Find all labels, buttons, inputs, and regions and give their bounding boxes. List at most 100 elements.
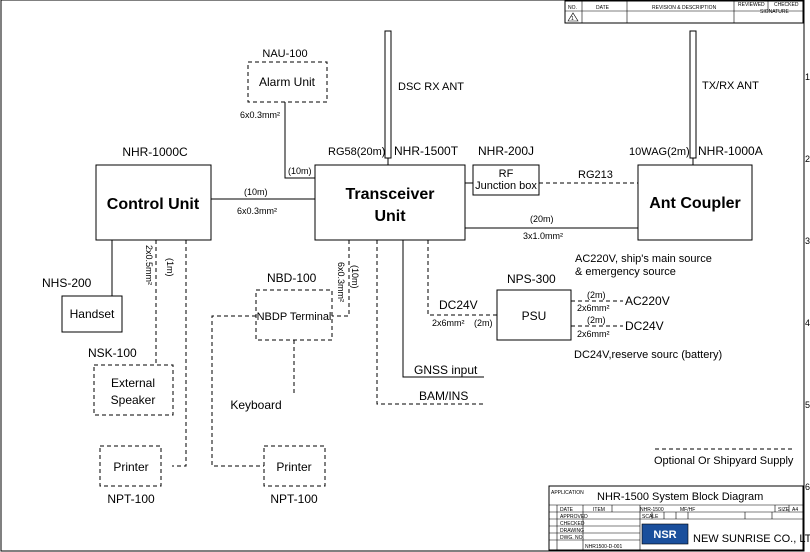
psu-model: NPS-300 [507, 272, 556, 286]
cu-tx-cable-length: (10m) [244, 187, 268, 197]
border-mark: 6 [805, 482, 810, 492]
nsr-logo: NSR [641, 523, 689, 545]
title-row-label: DWG. NO. [560, 535, 584, 541]
keyboard-label: Keyboard [230, 398, 281, 412]
external-speaker-line1: External [111, 376, 155, 390]
dc-reserve-note: DC24V,reserve sourc (battery) [574, 349, 722, 361]
psu-input-length: (2m) [474, 318, 493, 328]
dsc-antenna-icon [384, 30, 392, 159]
nbdp-cable [332, 240, 350, 317]
control-unit-box [95, 164, 212, 241]
title-size-label: SIZE [778, 507, 790, 513]
border-mark: 2 [805, 154, 810, 164]
border-mark: 4 [805, 318, 810, 328]
psu-out2-length: (2m) [587, 315, 606, 325]
title-item-desc: MF/HF [680, 507, 695, 513]
alarm-unit-title: Alarm Unit [259, 75, 316, 89]
transceiver-title-line2: Unit [374, 208, 406, 225]
title-item-value: NHR-1500 [640, 507, 664, 513]
psu-out2-spec: 2x6mm² [577, 329, 610, 339]
title-row-label: CHECKED [560, 521, 585, 527]
printer-right-box [263, 445, 326, 487]
external-speaker-line2: Speaker [111, 393, 156, 407]
title-application-label: APPLICATION [551, 490, 584, 496]
printer-left-model: NPT-100 [107, 492, 155, 506]
dsc-antenna-label: DSC RX ANT [398, 81, 464, 93]
control-unit-title: Control Unit [107, 196, 200, 213]
nsr-logo-text: NSR [653, 529, 676, 541]
txrx-antenna-label: TX/RX ANT [702, 80, 759, 92]
handset-box [61, 295, 123, 333]
rf-junction-line1: RF [499, 168, 514, 180]
handset-model: NHS-200 [42, 276, 92, 290]
title-size-value: A4 [792, 507, 798, 513]
transceiver-model: NHR-1500T [394, 144, 459, 158]
rf-junction-model: NHR-200J [478, 144, 534, 158]
nbdp-terminal-model: NBD-100 [267, 271, 317, 285]
nbdp-cable-length: (10m) [350, 265, 360, 289]
rf-junction-box [472, 164, 540, 196]
alarm-cable-length: (10m) [288, 166, 312, 176]
border-mark: 5 [805, 400, 810, 410]
speaker-cable-length: (1m) [165, 258, 175, 277]
alarm-unit-box [247, 61, 328, 103]
border-marks: 1 2 3 4 5 6 [805, 72, 810, 492]
printer-left-box [99, 445, 162, 487]
border-mark: 3 [805, 236, 810, 246]
coupler-cable-length: (20m) [530, 214, 554, 224]
ant-coupler-title: Ant Coupler [649, 195, 741, 212]
psu-out1-spec: 2x6mm² [577, 303, 610, 313]
rev-row-marker: 1 [571, 16, 574, 22]
legend-optional-label: Optional Or Shipyard Supply [654, 455, 794, 467]
rev-header-no: NO. [568, 5, 577, 11]
revision-triangle-icon [567, 12, 579, 22]
rev-header-date: DATE [596, 5, 610, 11]
printer-left-title: Printer [113, 460, 148, 474]
rev-header-desc: REVISION & DESCRIPTION [652, 5, 717, 11]
ant-coupler-model: NHR-1000A [698, 144, 763, 158]
transceiver-title-line1: Transceiver [346, 186, 435, 203]
drawing-title: NHR-1500 System Block Diagram [597, 491, 763, 503]
dc24v-psu-cable [427, 240, 497, 316]
ant-coupler-box [637, 164, 753, 241]
title-scale-label: SCALE [642, 514, 659, 520]
title-row-label: DRAWING [560, 528, 584, 534]
printer-right-cable [211, 315, 264, 467]
rf-junction-line2: Junction box [475, 180, 537, 192]
nbdp-terminal-box [255, 289, 333, 341]
psu-input-spec: 2x6mm² [432, 318, 465, 328]
printer-right-title: Printer [276, 460, 311, 474]
rg58-cable-label: RG58(20m) [328, 146, 385, 158]
title-item-label: ITEM [593, 507, 605, 513]
printer-right-model: NPT-100 [270, 492, 318, 506]
coupler-cable-spec: 3x1.0mm² [523, 231, 563, 241]
rev-header-checked: CHECKED [774, 2, 799, 8]
gnss-input-label: GNSS input [414, 363, 478, 377]
psu-box [496, 289, 572, 341]
rg213-cable-label: RG213 [578, 169, 613, 181]
transceiver-unit-box [314, 164, 466, 241]
wag-cable-label: 10WAG(2m) [629, 146, 690, 158]
alarm-unit-model: NAU-100 [262, 48, 307, 60]
speaker-cable-spec: 2x0.5mm² [144, 245, 154, 285]
nbdp-cable-spec: 6x0.3mm² [336, 262, 346, 302]
gnss-cable [402, 240, 484, 378]
txrx-antenna-icon [689, 30, 697, 159]
rev-header-reviewed: REVIEWED [738, 2, 765, 8]
cu-tx-cable-spec: 6x0.3mm² [237, 206, 277, 216]
bam-ins-label: BAM/INS [419, 389, 468, 403]
alarm-cable-spec: 6x0.3mm² [240, 110, 280, 120]
ac-source-note-line2: & emergency source [575, 266, 676, 278]
handset-title: Handset [70, 307, 115, 321]
nbdp-terminal-title: NBDP Terminal [257, 311, 332, 323]
psu-out1-length: (2m) [587, 290, 606, 300]
printer-left-cable [172, 240, 187, 467]
external-speaker-box [93, 364, 174, 416]
company-name: NEW SUNRISE CO., LTD. [693, 533, 810, 545]
title-dwg-number: NHR1500-D-001 [585, 544, 622, 550]
bam-cable [376, 240, 484, 405]
revision-table: NO. DATE REVISION & DESCRIPTION REVIEWED… [564, 0, 804, 24]
ac220v-label: AC220V [625, 294, 670, 308]
rev-header-signature: SIGNATURE [760, 9, 789, 15]
